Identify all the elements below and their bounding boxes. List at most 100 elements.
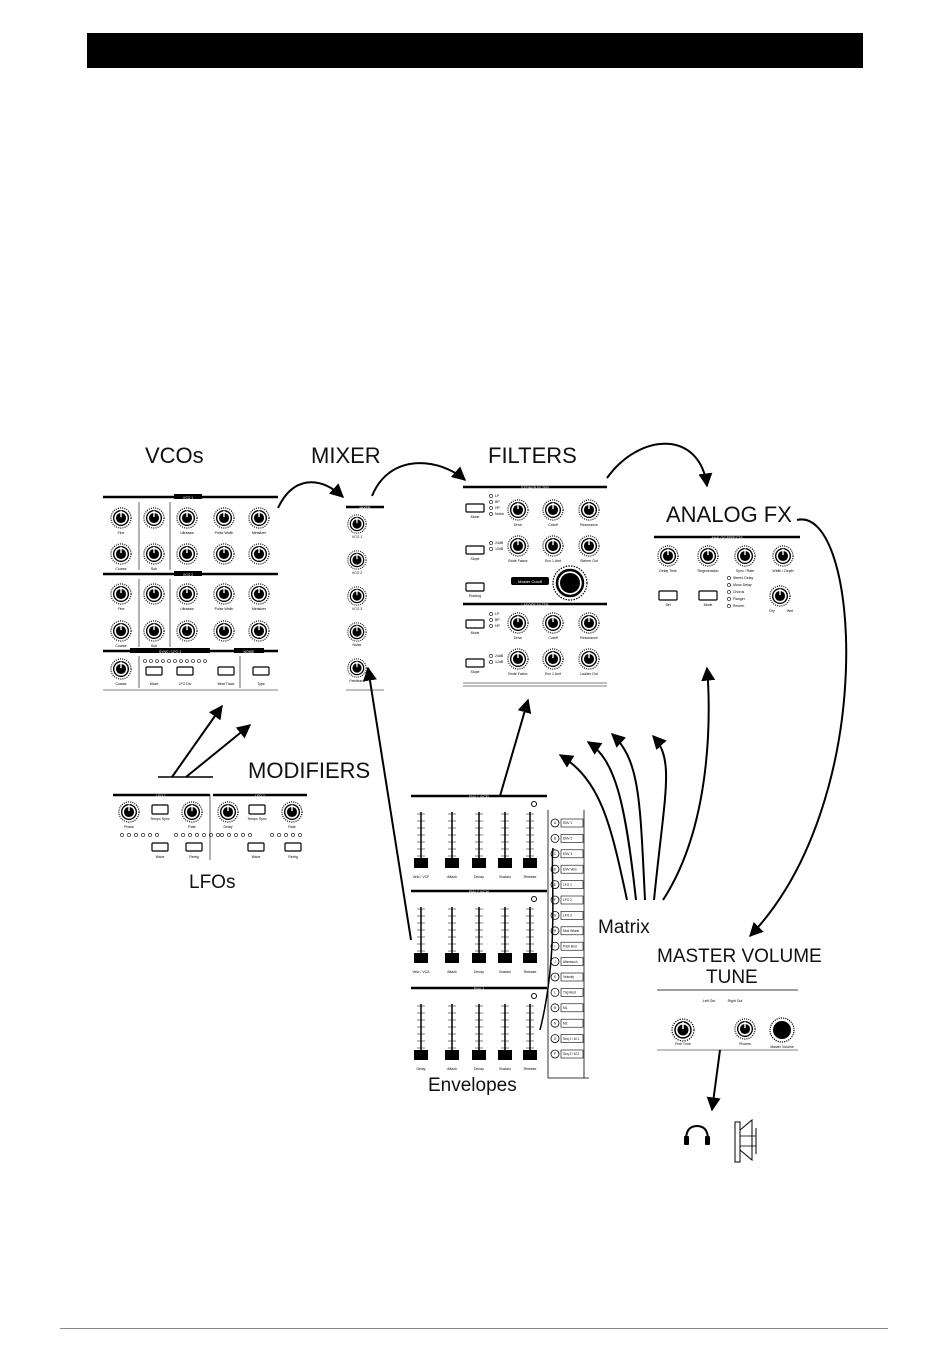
env-slider-handle[interactable] xyxy=(472,858,486,868)
lfo-sync-button[interactable] xyxy=(151,804,169,815)
env-slider-handle[interactable] xyxy=(414,953,428,963)
filter-knob[interactable] xyxy=(542,535,564,557)
vco-button[interactable] xyxy=(252,666,270,676)
env-slider-handle[interactable] xyxy=(498,1050,512,1060)
filter-button[interactable] xyxy=(465,582,485,592)
mixer-knob[interactable] xyxy=(347,658,367,678)
env-slider-handle[interactable] xyxy=(498,953,512,963)
filter-knob[interactable] xyxy=(578,535,600,557)
vco-knob[interactable] xyxy=(176,507,198,529)
filter-knob[interactable] xyxy=(578,648,600,670)
vco-knob[interactable] xyxy=(213,583,235,605)
vco-knob[interactable] xyxy=(110,583,132,605)
lfo-sync-button[interactable] xyxy=(248,804,266,815)
lfo-button[interactable] xyxy=(185,842,203,852)
matrix-source-button[interactable] xyxy=(560,895,584,905)
matrix-source-button[interactable] xyxy=(560,972,584,982)
matrix-source-button[interactable] xyxy=(560,957,584,966)
matrix-source-button[interactable] xyxy=(560,1018,584,1028)
vco-knob[interactable] xyxy=(213,620,235,642)
vco-button-label: Type xyxy=(257,682,265,686)
filter-knob[interactable] xyxy=(507,499,529,521)
env-slider-handle[interactable] xyxy=(445,858,459,868)
env-slider-handle[interactable] xyxy=(414,858,428,868)
matrix-source-button[interactable] xyxy=(560,911,584,920)
lfo-knob[interactable] xyxy=(118,801,140,823)
filter-knob[interactable] xyxy=(578,499,600,521)
filter-knob[interactable] xyxy=(542,612,564,634)
matrix-source-button[interactable] xyxy=(560,880,584,889)
vco-knob[interactable] xyxy=(110,620,132,642)
lfo-knob[interactable] xyxy=(181,801,203,823)
vco-knob[interactable] xyxy=(176,583,198,605)
fx-knob[interactable] xyxy=(772,545,794,567)
matrix-source-button[interactable] xyxy=(560,1003,584,1013)
env-slider-handle[interactable] xyxy=(445,953,459,963)
matrix-row-letter: G xyxy=(554,914,557,918)
vco-button[interactable] xyxy=(145,666,163,676)
matrix-source-button[interactable] xyxy=(560,1049,584,1059)
fx-header: ANALOG EFFECTS xyxy=(711,536,743,540)
vco-knob[interactable] xyxy=(213,507,235,529)
vco-knob[interactable] xyxy=(110,543,132,565)
mixer-knob[interactable] xyxy=(347,622,367,642)
mixer-knob[interactable] xyxy=(347,550,367,570)
fx-button[interactable] xyxy=(698,590,718,601)
vco-knob[interactable] xyxy=(248,507,270,529)
fx-knob[interactable] xyxy=(697,545,719,567)
fx-knob[interactable] xyxy=(657,545,679,567)
mixer-knob[interactable] xyxy=(347,586,367,606)
matrix-source-button[interactable] xyxy=(560,1034,584,1043)
vco-knob[interactable] xyxy=(248,583,270,605)
lfo-knob[interactable] xyxy=(281,801,303,823)
vco-knob[interactable] xyxy=(248,543,270,565)
vco-knob[interactable] xyxy=(176,620,198,642)
filter-knob[interactable] xyxy=(578,612,600,634)
vco-knob[interactable] xyxy=(143,583,165,605)
vco-knob[interactable] xyxy=(143,543,165,565)
lfo-knob[interactable] xyxy=(217,801,239,823)
matrix-source-button[interactable] xyxy=(560,834,584,843)
lfo-button[interactable] xyxy=(151,842,169,852)
vco-button[interactable] xyxy=(217,666,235,676)
lfo-button[interactable] xyxy=(284,842,302,852)
filter-knob[interactable] xyxy=(507,535,529,557)
filter-button[interactable] xyxy=(465,503,485,513)
filter-knob[interactable] xyxy=(507,612,529,634)
fx-mix-knob[interactable] xyxy=(769,585,791,607)
vco-knob[interactable] xyxy=(176,543,198,565)
filter-mode-label: LP xyxy=(495,612,500,616)
lfo-button[interactable] xyxy=(247,842,265,852)
env-slider-handle[interactable] xyxy=(414,1050,428,1060)
env-slider-handle[interactable] xyxy=(523,953,537,963)
filter-knob[interactable] xyxy=(542,499,564,521)
filter-button[interactable] xyxy=(465,619,485,629)
vco-knob[interactable] xyxy=(110,658,132,680)
env-slider-handle[interactable] xyxy=(445,1050,459,1060)
env-slider-handle[interactable] xyxy=(472,1050,486,1060)
matrix-source-button[interactable] xyxy=(560,988,584,997)
vco-knob[interactable] xyxy=(143,507,165,529)
vco-knob[interactable] xyxy=(248,620,270,642)
matrix-source-button[interactable] xyxy=(560,941,584,951)
env-slider-handle[interactable] xyxy=(498,858,512,868)
matrix-source-button[interactable] xyxy=(560,926,584,936)
vco-led xyxy=(179,659,183,663)
filter-knob[interactable] xyxy=(542,648,564,670)
env-slider-handle[interactable] xyxy=(523,1050,537,1060)
matrix-source-button[interactable] xyxy=(560,864,584,874)
filter-button[interactable] xyxy=(465,658,485,668)
filter-button[interactable] xyxy=(465,545,485,555)
env-slider-handle[interactable] xyxy=(523,858,537,868)
vco-knob[interactable] xyxy=(143,620,165,642)
vco-knob[interactable] xyxy=(213,543,235,565)
vco-button[interactable] xyxy=(176,666,194,676)
filter-knob[interactable] xyxy=(507,648,529,670)
vco-knob[interactable] xyxy=(110,507,132,529)
matrix-source-button[interactable] xyxy=(560,818,584,828)
fx-knob[interactable] xyxy=(734,545,756,567)
env-slider-handle[interactable] xyxy=(472,953,486,963)
fx-button[interactable] xyxy=(658,590,678,601)
matrix-source-button[interactable] xyxy=(560,849,584,859)
mixer-knob[interactable] xyxy=(347,514,367,534)
